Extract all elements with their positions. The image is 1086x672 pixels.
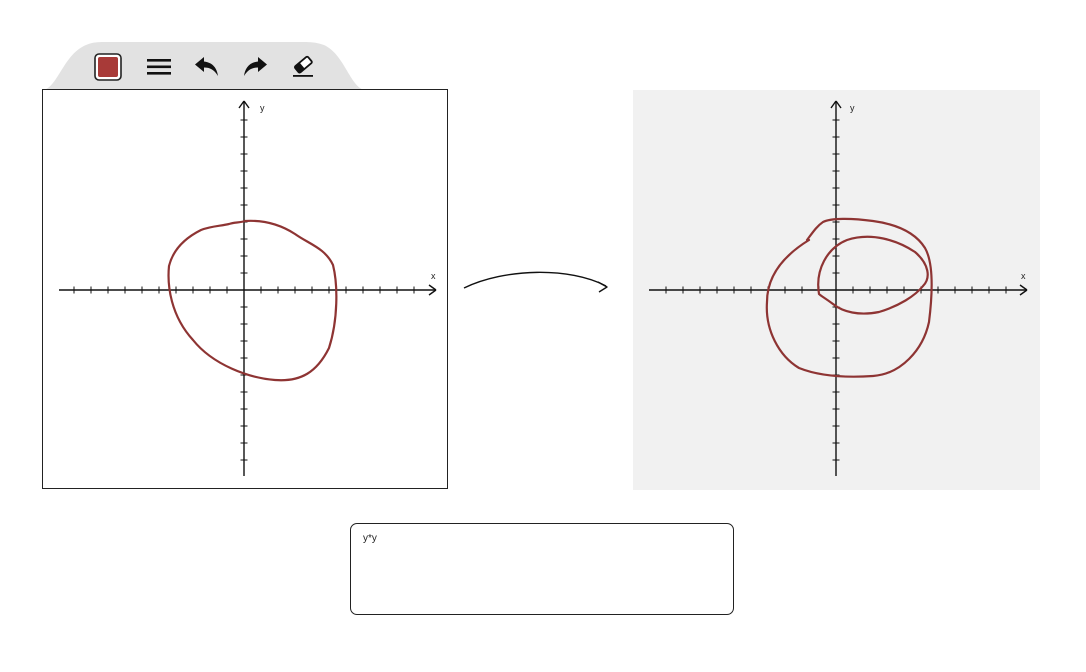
transform-arrow [463, 271, 608, 293]
eraser-button[interactable] [288, 52, 318, 82]
output-plot-svg: x y [649, 100, 1028, 476]
undo-arrow-icon [195, 57, 218, 76]
x-axis-arrowhead [1019, 284, 1028, 291]
output-axes [649, 100, 1028, 476]
canvas-axes [59, 100, 437, 476]
x-axis-arrowhead [428, 284, 437, 291]
x-axis-arrowhead [1019, 289, 1028, 296]
y-axis-arrowhead [243, 100, 250, 109]
transformed-stroke [765, 217, 933, 378]
canvas-y-axis-label: y [260, 103, 265, 113]
color-swatch-icon [94, 53, 122, 81]
redo-arrow-icon [244, 57, 267, 76]
expression-box[interactable] [350, 523, 734, 615]
expression-input[interactable] [363, 533, 703, 544]
drawing-toolbar [44, 42, 364, 90]
x-axis-arrowhead [428, 289, 437, 296]
color-swatch-button[interactable] [93, 52, 123, 82]
stroke-width-button[interactable] [144, 52, 174, 82]
y-axis-arrowhead [238, 100, 245, 109]
output-x-axis-label: x [1021, 271, 1026, 281]
canvas-x-axis-label: x [431, 271, 436, 281]
undo-button[interactable] [192, 52, 222, 82]
drawing-canvas-svg[interactable]: x y [43, 90, 449, 490]
drawing-canvas[interactable]: x y [42, 89, 448, 489]
transformed-stroke-inner [817, 235, 929, 315]
redo-button[interactable] [240, 52, 270, 82]
output-plot: x y [633, 90, 1040, 490]
output-y-axis-label: y [850, 103, 855, 113]
y-axis-arrowhead [830, 100, 837, 109]
eraser-icon [293, 55, 313, 77]
drawn-stroke [167, 219, 338, 382]
menu-lines-icon [147, 59, 171, 75]
y-axis-arrowhead [835, 100, 842, 109]
